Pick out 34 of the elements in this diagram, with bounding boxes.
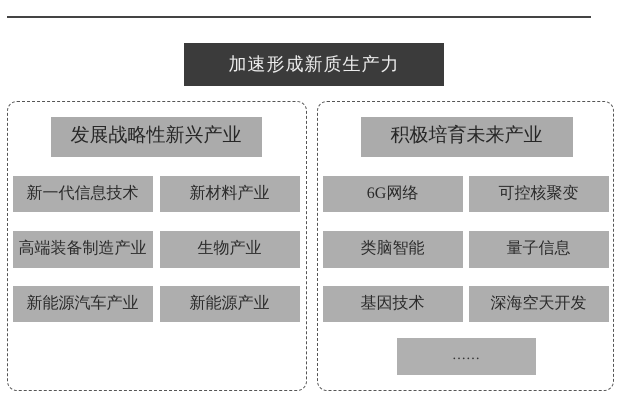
category-heading-box: [50, 116, 262, 156]
industry-text: 新能源汽车产业: [26, 294, 138, 314]
industry-box: [468, 286, 608, 322]
more-items-box: [396, 338, 536, 374]
industry-box: [12, 230, 152, 268]
industry-text: 新材料产业: [190, 184, 270, 204]
industry-text: 高端装备制造产业: [18, 239, 146, 259]
title-banner: [184, 43, 444, 86]
category-heading-text: 发展战略性新兴产业: [70, 125, 242, 148]
ellipsis-text: ……: [452, 348, 480, 364]
industry-box: [468, 176, 608, 212]
industry-text: 类脑智能: [360, 239, 424, 259]
industry-box: [322, 286, 462, 322]
title-text: 加速形成新质生产力: [228, 54, 400, 76]
industry-box: [322, 176, 462, 212]
industry-text: 可控核聚变: [498, 184, 578, 204]
industry-box: [322, 230, 462, 268]
industry-box: [12, 286, 152, 322]
industry-box: [468, 230, 608, 268]
industry-box: [12, 176, 152, 212]
industry-text: 生物产业: [198, 239, 262, 259]
industry-text: 新能源产业: [190, 294, 270, 314]
industry-box: [160, 176, 300, 212]
category-heading-box: [360, 116, 572, 156]
dashed-group-panel: [317, 101, 614, 391]
industry-box: [160, 230, 300, 268]
industry-text: 基因技术: [360, 294, 424, 314]
industry-text: 新一代信息技术: [26, 184, 138, 204]
dashed-group-panel: [7, 101, 307, 391]
industry-text: 量子信息: [506, 239, 570, 259]
industry-box: [160, 286, 300, 322]
industry-text: 6G网络: [366, 184, 418, 204]
industry-text: 深海空天开发: [490, 294, 586, 314]
category-heading-text: 积极培育未来产业: [390, 125, 542, 148]
